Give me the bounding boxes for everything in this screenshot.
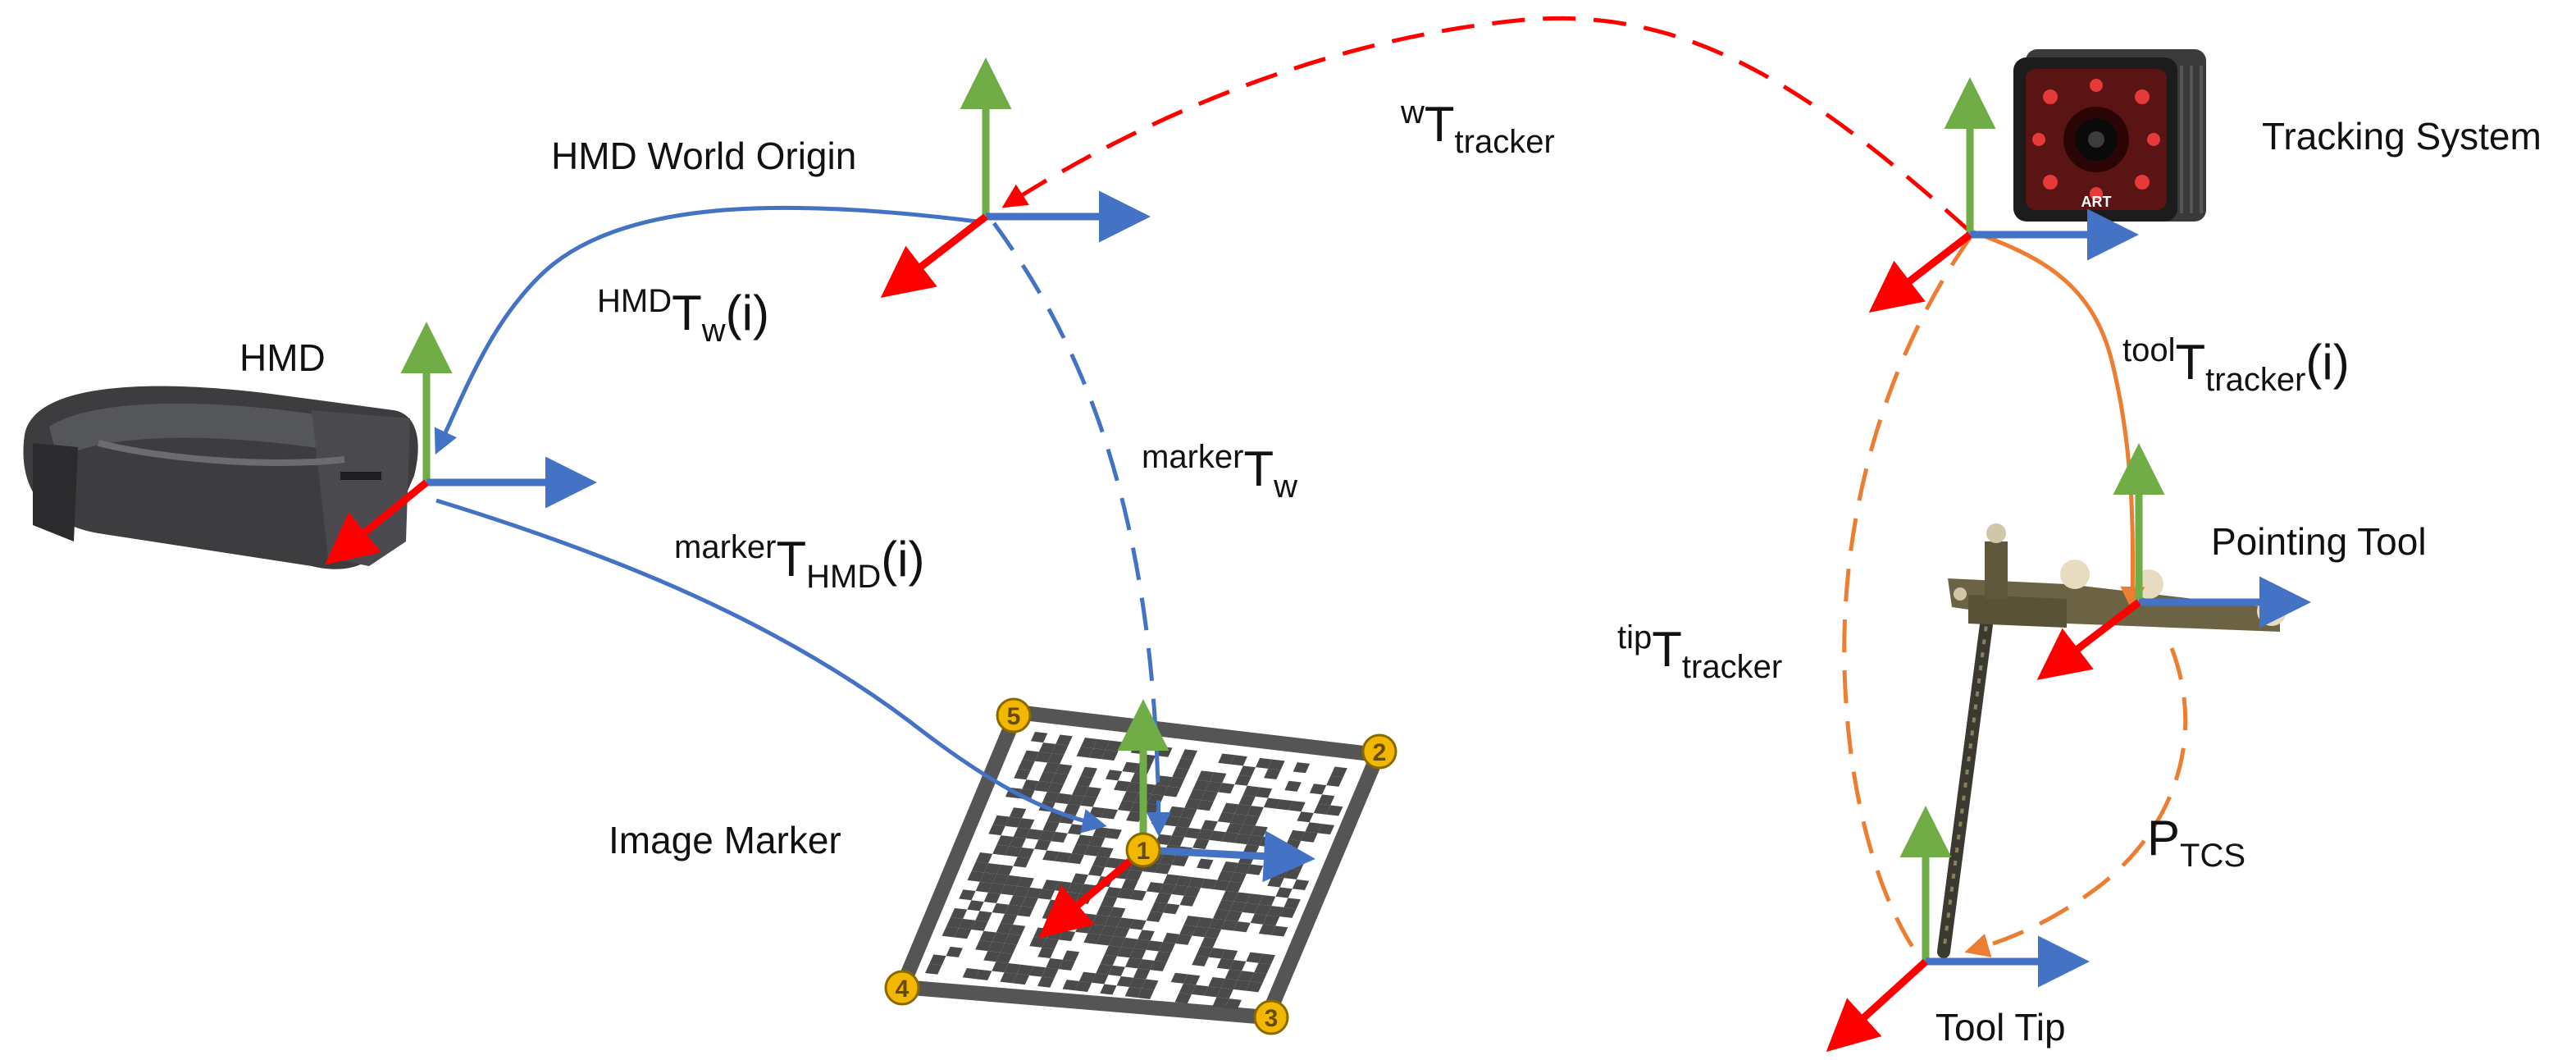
label-w-t-tracker: wTtracker bbox=[1400, 94, 1555, 160]
svg-text:3: 3 bbox=[1265, 1005, 1279, 1032]
path-hmd-t-w bbox=[434, 205, 978, 455]
camera-brand-text: ART bbox=[2081, 194, 2112, 210]
label-hmd-t-w: HMDTw(i) bbox=[597, 283, 769, 349]
label-marker-t-w: markerTw bbox=[1142, 439, 1297, 505]
frame-tool-tip-z-axis bbox=[1826, 958, 1929, 1053]
path-marker-t-hmd bbox=[435, 498, 1107, 834]
label-tracking-system: Tracking System bbox=[2262, 115, 2542, 158]
path-w-t-tracker bbox=[1001, 16, 1972, 233]
frame-pointing-tool bbox=[2036, 443, 2311, 680]
frame-marker bbox=[1038, 699, 1315, 939]
svg-text:5: 5 bbox=[1007, 703, 1021, 730]
frame-tracker-z-axis bbox=[1868, 231, 1972, 313]
frame-hmd bbox=[325, 322, 597, 565]
label-image-marker: Image Marker bbox=[609, 819, 841, 861]
corner-badge-3: 3 bbox=[1253, 999, 1289, 1035]
label-tip-t-tracker: tipTtracker bbox=[1617, 619, 1782, 685]
object-labels: HMD HMD World Origin Image Marker Tracki… bbox=[239, 115, 2542, 1049]
frame-hmd-z-axis bbox=[325, 479, 429, 565]
marker-corner-badges: 1 2 3 4 5 bbox=[884, 697, 1397, 1035]
coordinate-frames bbox=[325, 57, 2311, 1053]
frame-tool-tip bbox=[1826, 806, 2090, 1053]
label-hmd: HMD bbox=[239, 336, 326, 379]
tracking-camera-illustration: ART bbox=[2013, 49, 2206, 222]
frame-world-origin bbox=[880, 57, 1151, 298]
label-tool-tip: Tool Tip bbox=[1935, 1006, 2066, 1049]
path-tip-t-tracker bbox=[1842, 236, 1972, 958]
frame-pointing-tool-z-axis bbox=[2036, 599, 2141, 680]
svg-text:2: 2 bbox=[1373, 739, 1387, 766]
corner-badge-4: 4 bbox=[884, 970, 920, 1006]
svg-text:4: 4 bbox=[896, 975, 910, 1003]
svg-text:1: 1 bbox=[1137, 838, 1151, 865]
frame-world-origin-z-axis bbox=[880, 213, 988, 298]
label-marker-t-hmd: markerTHMD(i) bbox=[674, 529, 925, 595]
frame-marker-x-axis bbox=[1142, 830, 1315, 883]
transform-labels: wTtracker HMDTw(i) markerTw markerTHMD(i… bbox=[597, 94, 2350, 874]
hmd-headset-illustration bbox=[23, 386, 418, 569]
label-pointing-tool: Pointing Tool bbox=[2211, 520, 2427, 563]
path-p-tcs bbox=[1964, 647, 2188, 957]
corner-badge-5: 5 bbox=[996, 697, 1032, 733]
label-hmd-world-origin: HMD World Origin bbox=[551, 135, 856, 177]
corner-badge-2: 2 bbox=[1361, 733, 1397, 770]
corner-badge-1: 1 bbox=[1125, 832, 1161, 868]
frame-tracker bbox=[1868, 77, 2139, 313]
pointing-tool-illustration bbox=[1937, 523, 2286, 958]
label-p-tcs: PTCS bbox=[2147, 811, 2245, 874]
path-tool-t-tracker bbox=[1971, 229, 2145, 611]
label-tool-t-tracker: toolTtracker(i) bbox=[2122, 332, 2350, 398]
frame-marker-z-axis bbox=[1038, 847, 1146, 939]
